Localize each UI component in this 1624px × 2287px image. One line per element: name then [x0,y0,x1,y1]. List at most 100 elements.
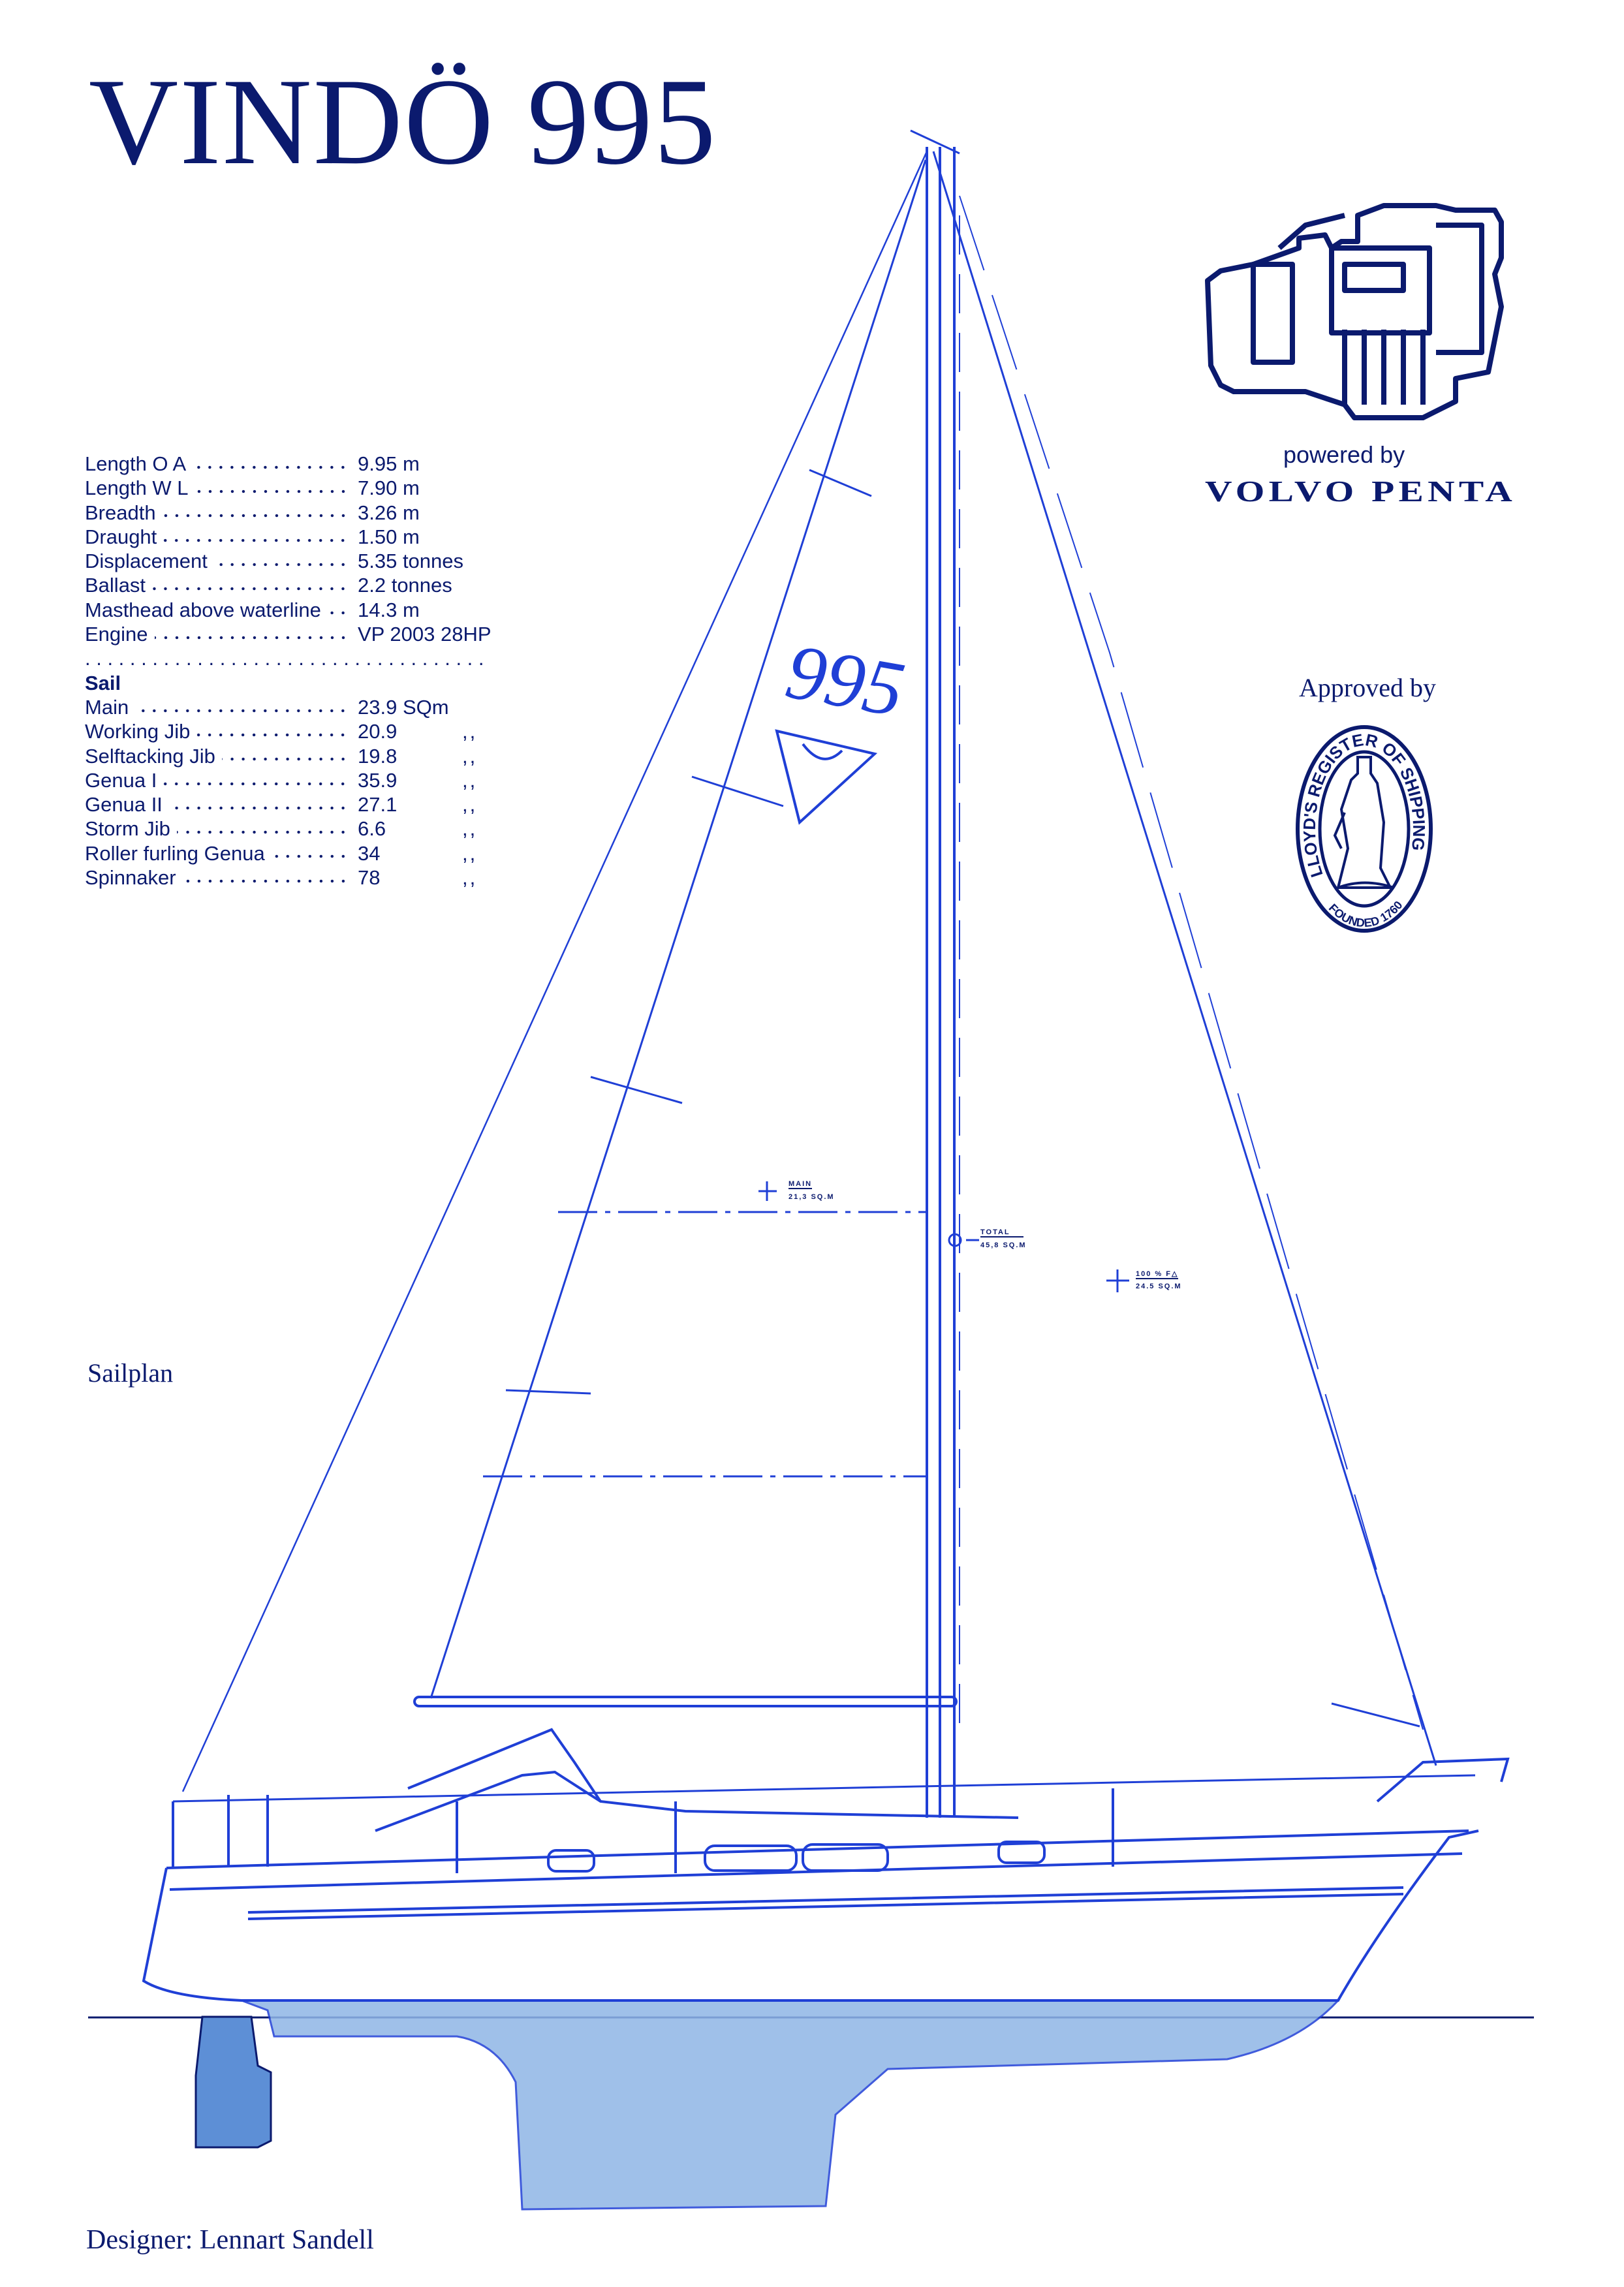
spec-label-cell: Storm Jib [85,817,351,841]
main-area-value: 21,3 SQ.M [789,1193,835,1201]
leader-dots-graphic [162,514,349,518]
spec-value: 1.50 m [358,525,420,548]
spec-value: 27.1 [358,793,398,817]
spec-value: 20.9 [358,720,398,743]
spec-label-cell: Main [85,695,351,719]
spec-row: Storm Jib 6.6,, [85,817,555,841]
leader-dots-graphic [135,708,349,713]
sailplan-caption: Sailplan [87,1358,174,1388]
spec-row: Working Jib 20.9,, [85,719,555,743]
spec-value: VP 2003 28HP [358,623,492,646]
spec-row: Breadth 3.26 m [85,501,555,525]
svg-text:LLOYD'S REGISTER OF SHIPPING: LLOYD'S REGISTER OF SHIPPING [1300,730,1429,880]
leader-dots-graphic [327,611,349,615]
spec-label-cell: Selftacking Jib [85,744,351,768]
rudder [195,2015,272,2149]
spec-label-cell: Length W L [85,476,351,500]
spec-value: 34 [358,841,381,865]
svg-text:FOUNDED 1760: FOUNDED 1760 [1326,899,1405,930]
spec-value: 78 [358,866,381,890]
hull-outline [142,1829,1479,2002]
ditto-mark: ,, [462,817,478,841]
keel-shading [241,1999,1341,2211]
spec-label-cell: Masthead above waterline [85,598,351,622]
spec-value: 19.8 [358,744,398,768]
spec-row: Draught 1.50 m [85,525,555,549]
spec-row: Ballast 2.2 tonnes [85,573,555,597]
ditto-mark: ,, [462,793,478,817]
spec-label: Length W L [85,476,189,500]
spec-label: Selftacking Jib [85,744,215,768]
title-model: 995 [527,54,717,191]
spec-row: Length W L 7.90 m [85,476,555,500]
spec-value: 14.3 m [358,598,420,621]
spec-label-cell: Working Jib [85,719,351,743]
leader-dots-graphic [213,562,349,567]
spec-value: 3.26 m [358,501,420,524]
spec-label: Ballast [85,574,146,597]
leader-dots-graphic [193,465,349,469]
spec-row: Spinnaker 78,, [85,865,555,890]
leader-dots-graphic [182,879,349,883]
sail-heading: Sail [85,671,121,694]
spec-label: Length O A [85,452,187,475]
total-area-value: 45,8 SQ.M [980,1241,1027,1249]
spec-row: Genua II 27.1,, [85,792,555,817]
title-name: VINDÖ [89,54,495,191]
fore-triangle-value: 24.5 SQ.M [1136,1283,1182,1290]
designer-credit: Designer: Lennart Sandell [86,2225,374,2255]
spec-row: Length O A 9.95 m [85,452,555,476]
page-title: VINDÖ 995 [89,60,717,184]
spec-value: 2.2 tonnes [358,574,452,597]
spec-label-cell: Genua II [85,792,351,817]
forestay [932,151,1437,1766]
spec-label-cell: Roller furling Genua [85,841,351,865]
ditto-mark: ,, [462,720,478,743]
spec-value: 9.95 m [358,452,420,475]
leader-dots-graphic [168,805,349,810]
total-area-label: TOTAL [980,1228,1023,1237]
leader-dots-graphic [221,757,349,762]
leader-dots-graphic [176,830,349,835]
spec-label-cell: Breadth [85,501,351,525]
seal-founded-text: FOUNDED 1760 [1326,899,1405,930]
spec-label: Genua I [85,768,157,792]
spec-table: Length O A 9.95 m Length W L 7.90 m Breadth 3… [85,452,555,890]
spec-label: Working Jib [85,720,191,743]
spec-label: Draught [85,525,157,548]
ditto-mark: ,, [462,866,478,890]
spec-label-cell: Displacement [85,549,351,573]
spec-label-cell: Draught [85,525,351,549]
ditto-mark: ,, [462,768,478,792]
leader-dots: . . . . . . . . . . . . . . . . . . . . … [85,647,484,670]
leader-dots-graphic [271,854,349,859]
spec-label: Displacement [85,550,208,573]
backstay [181,151,928,1792]
spec-label: Spinnaker [85,866,176,890]
leader-dots-graphic [195,489,349,493]
seal-text: LLOYD'S REGISTER OF SHIPPING [1300,730,1429,880]
spec-row: Engine VP 2003 28HP [85,622,555,646]
sail-logo-995: 995 [780,627,911,733]
spec-label: Breadth [85,501,156,524]
spec-label: Roller furling Genua [85,841,265,865]
spec-label: Engine [85,623,148,646]
powered-by-text: powered by [1283,441,1405,468]
spec-label: Genua II [85,793,163,817]
leader-dots-graphic [196,732,349,737]
main-area-label: MAIN [789,1180,813,1189]
mast [926,147,956,1818]
spec-row: Masthead above waterline 14.3 m [85,598,555,622]
spec-label-cell: Ballast [85,573,351,597]
spec-value: 6.6 [358,817,386,841]
jib-leech [959,195,1424,1730]
spec-value: 7.90 m [358,476,420,500]
leader-dots-graphic [163,781,349,786]
